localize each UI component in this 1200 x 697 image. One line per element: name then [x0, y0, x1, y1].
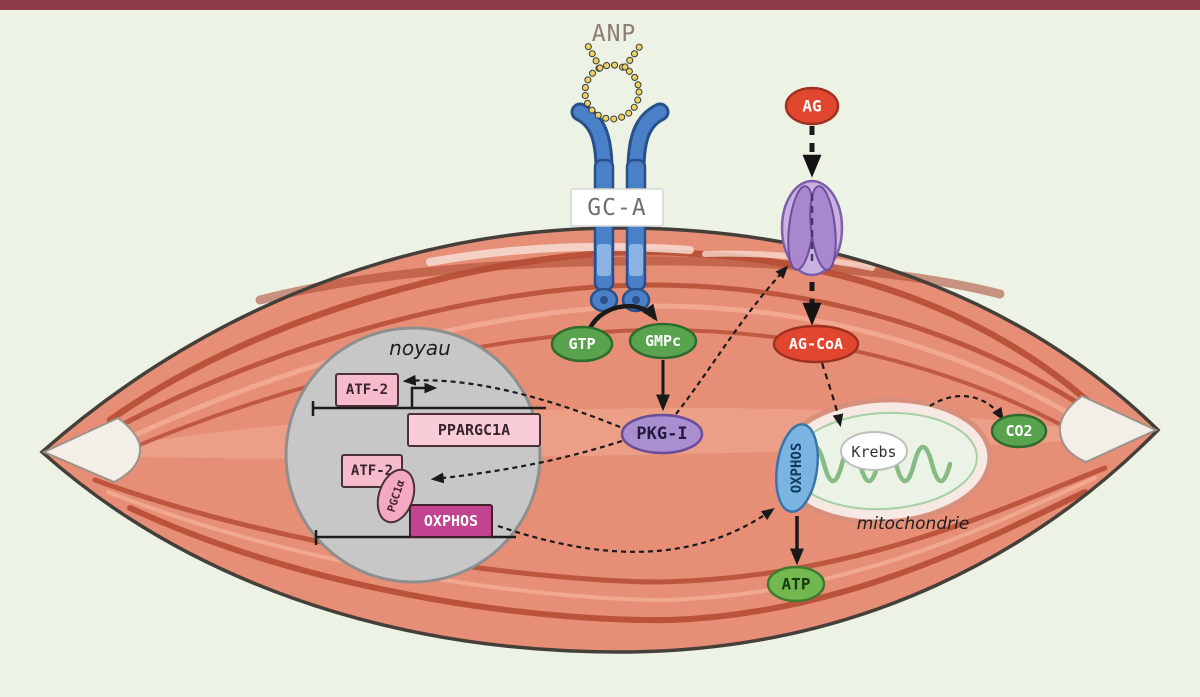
tendon-left	[41, 416, 142, 484]
co2-node	[990, 413, 1048, 449]
oxphos-gene-box	[409, 504, 493, 538]
atf2-label-upper: ATF-2	[346, 382, 388, 398]
nucleus-label: noyau	[389, 336, 451, 360]
nucleus-membrane	[284, 326, 542, 584]
tendon-right	[1058, 394, 1159, 464]
oxphos-complex-ellipse	[775, 423, 819, 513]
agcoa-node	[772, 324, 860, 364]
agcoa-label: AG-CoA	[789, 335, 843, 353]
gtp-label: GTP	[568, 335, 595, 353]
krebs-cycle	[840, 431, 908, 471]
atf2-box-upper	[335, 373, 399, 407]
fatty-acid-channel	[780, 179, 844, 277]
pkg-label: PKG-I	[636, 424, 687, 444]
oxphos-complex-label: OXPHOS	[789, 443, 805, 494]
transcription-arrow	[410, 382, 438, 407]
kinase-dot-left	[600, 296, 608, 304]
anp-ligand: ANP	[581, 21, 644, 123]
gmpc-node	[628, 322, 698, 360]
gene-oxphos: ATF-2 PGC1α OXPHOS	[314, 454, 516, 545]
arrow-gtp-to-gmpc	[588, 303, 658, 330]
gene-ppargc1a: ATF-2 PPARGC1A	[311, 373, 546, 447]
arrow-agcoa-to-krebs	[820, 362, 844, 428]
gca-label-box-group: GC-A	[570, 188, 664, 227]
gtp-node	[550, 325, 614, 363]
arrow-oxphosgene-to-mito	[497, 508, 775, 553]
channel-petal-right	[809, 185, 837, 271]
mitochondrion: Krebs mitochondrie OXPHOS	[775, 397, 993, 534]
atp-label: ATP	[782, 575, 811, 594]
receptor-tm-right	[629, 244, 643, 276]
pkg-node	[620, 413, 704, 455]
pgc1a-ellipse	[376, 468, 416, 524]
atp-node	[766, 565, 826, 603]
atf2-label-lower: ATF-2	[351, 463, 393, 479]
nucleus: noyau ATF-2 PPARGC1A ATF-2 PGC1α OXPHOS	[284, 326, 546, 584]
arrow-mito-to-co2	[929, 395, 1004, 421]
anp-ring-beads	[582, 62, 642, 122]
kinase-dot-right	[632, 296, 640, 304]
ppargc1a-label: PPARGC1A	[438, 421, 510, 439]
anp-tail-left-outline	[584, 42, 604, 72]
anp-label: ANP	[592, 21, 637, 47]
oxphos-gene-label: OXPHOS	[424, 512, 478, 530]
krebs-label: Krebs	[851, 443, 896, 461]
ag-label: AG	[802, 97, 821, 116]
ag-node	[784, 86, 840, 126]
co2-label: CO2	[1005, 422, 1032, 440]
gca-label-box	[570, 188, 664, 227]
top-accent-bar	[0, 0, 1200, 10]
arrow-pkg-to-channel	[675, 265, 789, 415]
metabolites: GTP GMPc PKG-I AG AG-CoA CO2 ATP	[550, 86, 1048, 603]
anp-tail-right-outline	[621, 42, 644, 71]
arrows	[402, 126, 1004, 566]
gca-label: GC-A	[587, 195, 646, 221]
gmpc-label: GMPc	[645, 332, 681, 350]
arrow-pkg-to-atf2-upper	[402, 374, 621, 429]
mitochondrion-label: mitochondrie	[857, 514, 970, 534]
ppargc1a-box	[407, 413, 541, 447]
receptor-tm-left	[597, 244, 611, 276]
